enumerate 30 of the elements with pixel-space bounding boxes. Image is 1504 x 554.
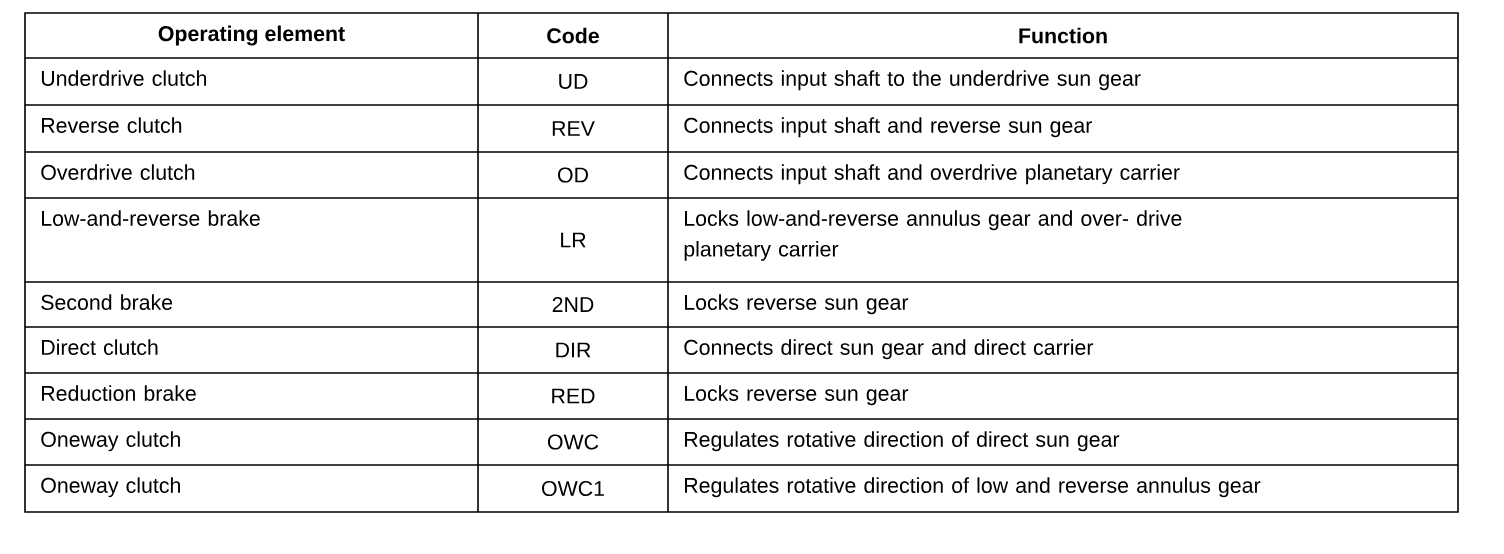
row-label: Oneway clutch: [41, 477, 180, 498]
row-label: Low-and-reverse brake: [42, 210, 260, 226]
function-text: Connects input shaft and overdrive planetary carrier: [684, 164, 1180, 185]
row-label: Reverse clutch: [42, 117, 182, 133]
code-text: OD: [558, 167, 588, 183]
column-header: Function: [1019, 27, 1107, 44]
function-text: Regulates rotative direction of low and reverse annulus gear: [685, 477, 1261, 498]
code-text: UD: [559, 74, 588, 89]
function-text: Locks reverse sun gear: [685, 294, 909, 315]
function-text: Connects direct sun gear and direct carrier: [684, 339, 1094, 360]
code-text: OWC1: [542, 480, 604, 497]
column-header: Code: [547, 27, 599, 44]
code-text: 2ND: [552, 297, 594, 312]
function-text: Connects input shaft to the underdrive sun gear: [684, 70, 1141, 91]
function-text: Locks reverse sun gear: [685, 385, 909, 406]
column-header: Operating element: [158, 25, 345, 46]
code-text: LR: [561, 232, 586, 248]
row-label: Second brake: [41, 294, 173, 310]
row-label: Underdrive clutch: [41, 70, 207, 86]
function-text: Connects input shaft and reverse sun gear: [684, 117, 1092, 138]
row-label: Oneway clutch: [41, 431, 180, 452]
code-text: RED: [552, 388, 595, 404]
function-text: Locks low-and-reverse annulus gear and over- drive planetary carrier: [684, 210, 1182, 261]
code-text: OWC: [547, 434, 599, 450]
code-text: REV: [552, 121, 595, 136]
row-label: Direct clutch: [42, 339, 158, 355]
function-text: Regulates rotative direction of direct sun gear: [685, 431, 1120, 452]
row-label: Overdrive clutch: [41, 164, 195, 180]
code-text: DIR: [556, 342, 591, 358]
row-label: Reduction brake: [42, 385, 196, 401]
